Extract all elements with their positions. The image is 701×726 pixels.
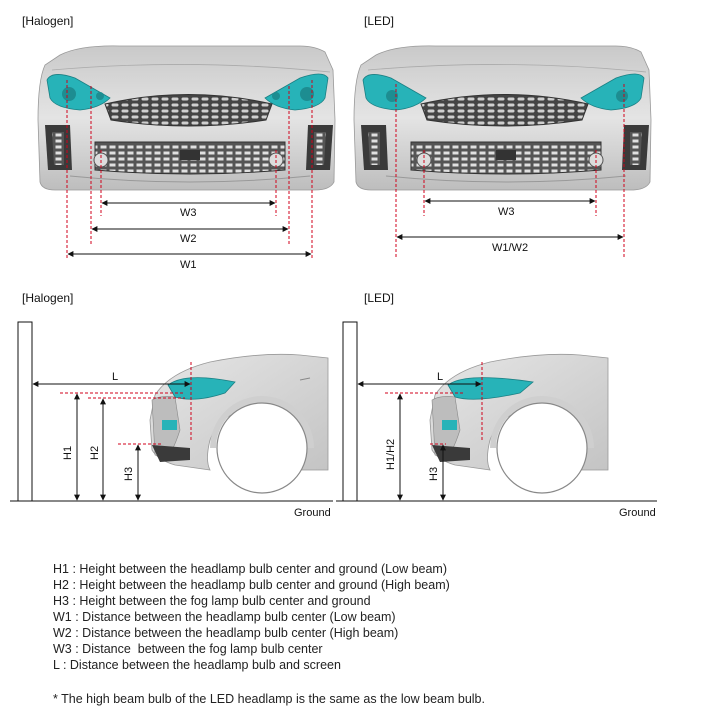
- legend-item-l: L : Distance between the headlamp bulb a…: [53, 658, 341, 672]
- led-h3-label: H3: [428, 467, 440, 481]
- bottom-left-title: [Halogen]: [22, 291, 73, 305]
- h2-label: H2: [89, 446, 101, 460]
- led-screen: [342, 321, 358, 502]
- screen: [17, 321, 33, 502]
- w3-label: W3: [180, 207, 197, 219]
- legend: H1 : Height between the headlamp bulb ce…: [53, 561, 450, 673]
- bottom-right-title: [LED]: [364, 291, 394, 305]
- halogen-front-dashes: [66, 80, 313, 258]
- front-view-halogen: [37, 45, 336, 191]
- upper-grille: [104, 94, 273, 127]
- led-side-dashes: [385, 362, 483, 445]
- legend-item-w1: W1 : Distance between the headlamp bulb …: [53, 610, 396, 624]
- legend-item-w3: W3 : Distance between the fog lamp bulb …: [53, 642, 323, 656]
- legend-item-w2: W2 : Distance between the headlamp bulb …: [53, 626, 399, 640]
- ground-label: Ground: [294, 507, 331, 519]
- h1-label: H1: [62, 446, 74, 460]
- legend-item-h2: H2 : Height between the headlamp bulb ce…: [53, 578, 450, 592]
- halogen-side-dashes: [60, 362, 192, 445]
- legend-item-h3: H3 : Height between the fog lamp bulb ce…: [53, 594, 371, 608]
- top-right-title: [LED]: [364, 14, 394, 28]
- side-view-halogen: [10, 321, 333, 502]
- h3-label: H3: [123, 467, 135, 481]
- front-view-led: [353, 45, 652, 191]
- footnote: * The high beam bulb of the LED headlamp…: [53, 692, 485, 706]
- led-front-dashes: [395, 84, 625, 258]
- side-view-led: [336, 321, 657, 502]
- front-wheel: [216, 402, 308, 494]
- legend-item-h1: H1 : Height between the headlamp bulb ce…: [53, 562, 448, 576]
- w2-label: W2: [180, 233, 197, 245]
- l-label: L: [112, 371, 118, 383]
- left-headlamp: [46, 74, 111, 111]
- w1-label: W1: [180, 259, 197, 271]
- top-left-title: [Halogen]: [22, 14, 73, 28]
- led-l-label: L: [437, 371, 443, 383]
- led-h1h2-label: H1/H2: [385, 439, 397, 470]
- led-w3-label: W3: [498, 206, 515, 218]
- led-ground-label: Ground: [619, 507, 656, 519]
- led-w1w2-label: W1/W2: [492, 242, 528, 254]
